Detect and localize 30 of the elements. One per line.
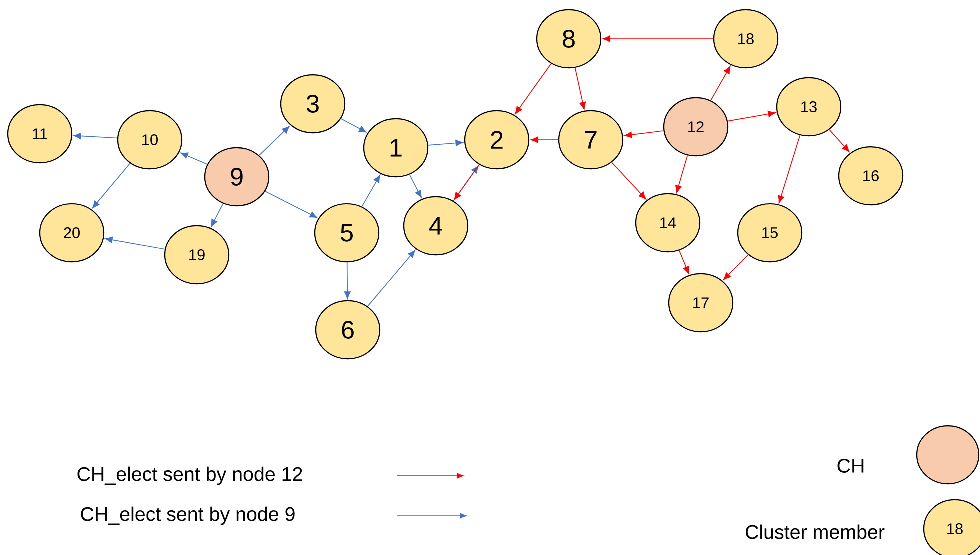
arrow [829, 130, 850, 152]
arrow [723, 254, 749, 280]
arrow [515, 63, 552, 114]
arrow [265, 191, 318, 218]
arrow [362, 175, 381, 208]
arrow [612, 162, 646, 200]
arrow [105, 236, 166, 250]
arrow [180, 152, 208, 165]
legend-text: CH [838, 459, 864, 473]
arrow [530, 136, 559, 144]
arrow [624, 130, 664, 138]
arrow [574, 68, 586, 110]
legend-text: CH_elect sent by node 9 [81, 506, 295, 526]
arrow [92, 163, 131, 209]
arrow [344, 262, 351, 300]
arrow [428, 140, 464, 146]
arrow [211, 203, 224, 228]
arrow [367, 250, 416, 307]
legend-text: Cluster member [746, 524, 885, 540]
arrow [258, 126, 290, 156]
arrow [679, 250, 690, 274]
arrow [710, 66, 731, 102]
arrow [728, 110, 776, 122]
arrow [74, 132, 118, 140]
legend-text: CH_elect sent by node 12 [78, 466, 302, 486]
arrow [676, 155, 688, 194]
arrow [409, 174, 422, 198]
arrow [340, 118, 367, 133]
arrow [778, 135, 801, 204]
arrow [602, 36, 714, 42]
